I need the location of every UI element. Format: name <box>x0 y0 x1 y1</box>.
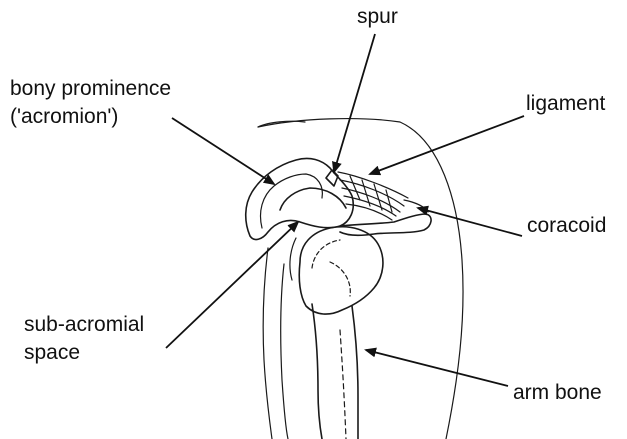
spur-mark <box>326 170 338 186</box>
label-ligament: ligament <box>526 91 605 117</box>
scapula-line-1 <box>263 248 272 439</box>
humeral-neck <box>330 262 350 296</box>
spur-pointer <box>334 34 375 172</box>
coracoid-bone <box>340 214 431 235</box>
label-bony-prominence: bony prominence <box>10 76 171 102</box>
ligament-hatch <box>338 172 408 220</box>
arm-bone-left <box>312 304 322 439</box>
label-arm-bone: arm bone <box>513 380 602 406</box>
acromion-pointer <box>172 118 274 184</box>
ligament-pointer <box>370 116 524 174</box>
armbone-pointer <box>366 350 508 386</box>
humeral-head <box>299 227 383 314</box>
label-spur: spur <box>357 4 398 30</box>
coracoid-pointer <box>418 208 522 236</box>
label-acromion: ('acromion') <box>10 104 118 130</box>
label-space: space <box>24 340 80 366</box>
subacromial-pointer <box>166 222 298 348</box>
arm-bone-center <box>340 330 346 439</box>
glenoid <box>290 238 296 280</box>
arm-bone-right <box>352 306 358 439</box>
label-sub-acromial: sub-acromial <box>24 312 144 338</box>
label-coracoid: coracoid <box>527 213 606 239</box>
acromion-under <box>280 188 346 210</box>
humeral-head-inner <box>312 240 340 268</box>
body-outline <box>258 119 463 439</box>
scapula-line-2 <box>281 264 288 439</box>
